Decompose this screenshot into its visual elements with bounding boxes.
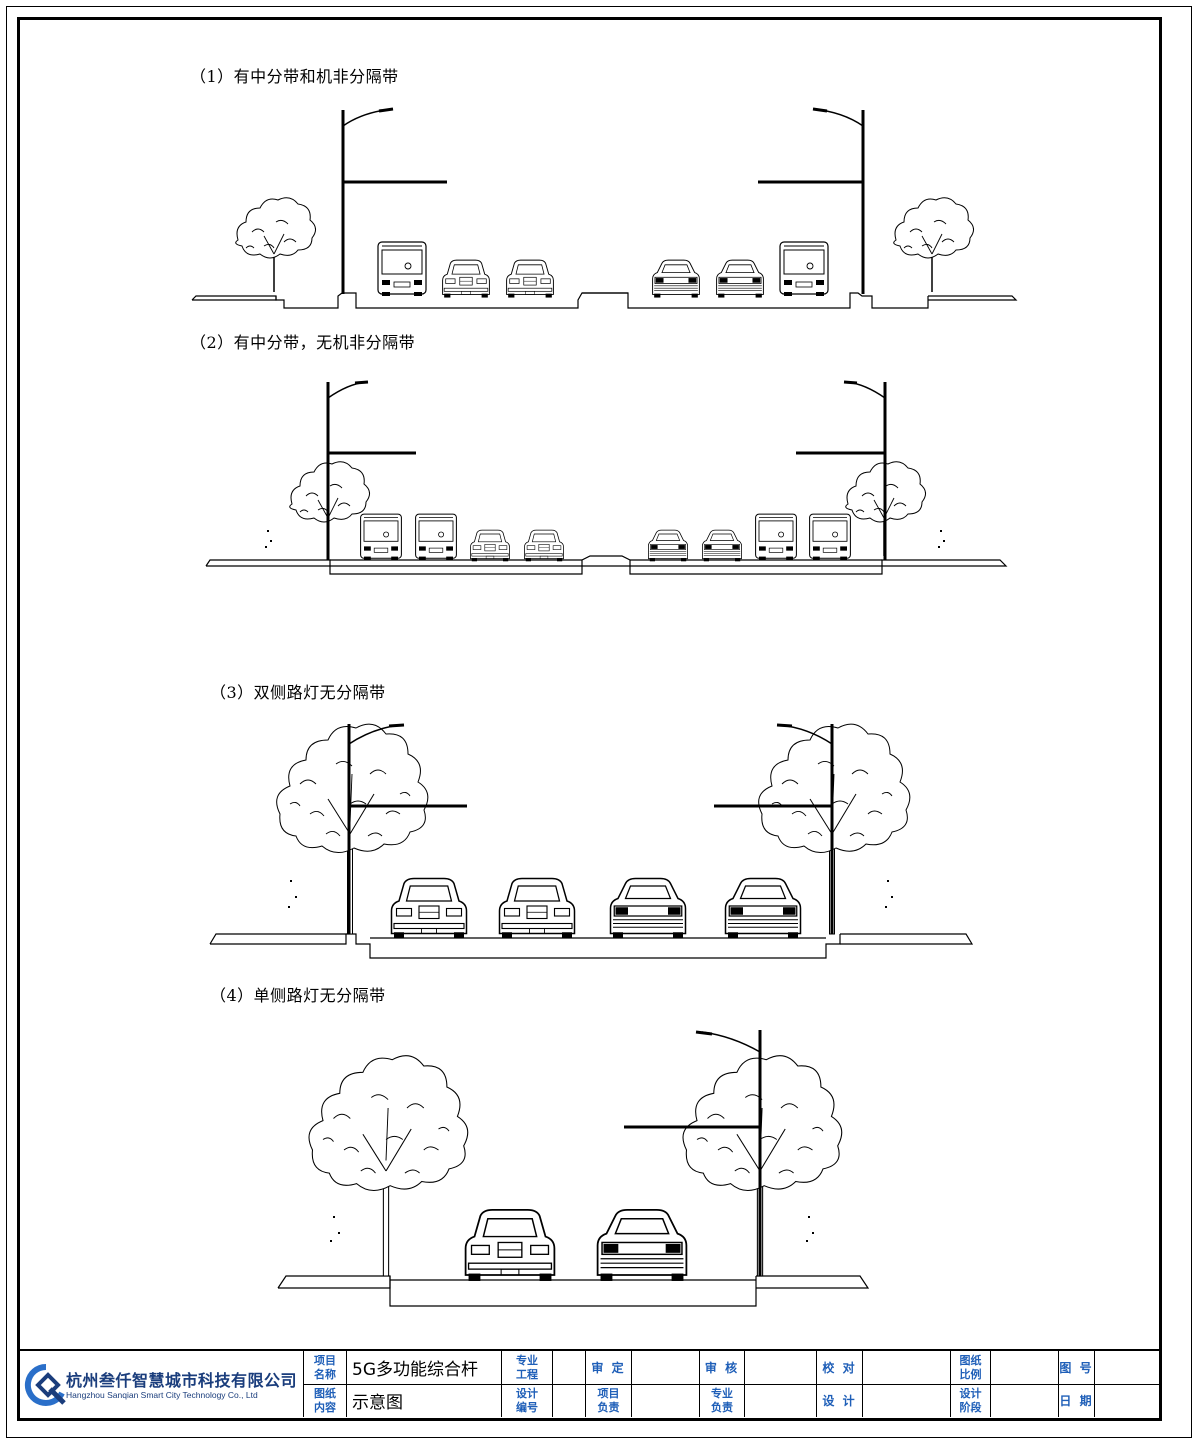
design-value-cell [862, 1384, 950, 1417]
section-2-debris [265, 530, 945, 548]
scale-value-cell [990, 1351, 1058, 1384]
date-label-cell: 日 期 [1058, 1384, 1094, 1417]
approve-label-cell: 审 定 [585, 1351, 631, 1384]
section-4-drawing [277, 1030, 870, 1307]
project-name-label-cell: 项目 名称 [303, 1351, 346, 1384]
specialty-project-value-cell [552, 1351, 585, 1384]
company-logo-icon [24, 1363, 66, 1406]
date-value-cell [1094, 1384, 1158, 1417]
proofread-label-cell: 校 对 [816, 1351, 862, 1384]
specialty-lead-value-cell [744, 1384, 816, 1417]
design-label-cell: 设 计 [816, 1384, 862, 1417]
design-number-label-cell: 设计 编号 [501, 1384, 552, 1417]
proofread-label: 校 对 [822, 1361, 857, 1375]
section-2-ground [205, 555, 1008, 575]
drawing-no-label: 图 号 [1059, 1361, 1094, 1375]
title-block: 杭州叁仟智慧城市科技有限公司 Hangzhou Sanqian Smart Ci… [20, 1349, 1160, 1417]
company-name-cn: 杭州叁仟智慧城市科技有限公司 [66, 1371, 298, 1390]
scale-label-cell: 图纸 比例 [950, 1351, 990, 1384]
section-title-4: （4）单侧路灯无分隔带 [210, 986, 386, 1005]
section-2-drawing [205, 380, 1008, 575]
design-label: 设 计 [822, 1394, 857, 1408]
review-label: 审 核 [704, 1361, 740, 1375]
section-4-debris [330, 1216, 814, 1242]
section-2-poles [326, 380, 887, 560]
drawing-no-label-cell: 图 号 [1058, 1351, 1094, 1384]
design-stage-label: 设计 阶段 [959, 1386, 982, 1414]
section-3-vehicles [390, 877, 802, 940]
drawing-content-value: 示意图 [352, 1393, 403, 1413]
design-stage-value-cell [990, 1384, 1058, 1417]
section-1-drawing [191, 107, 1018, 309]
section-4-ground [277, 1275, 870, 1307]
drawing-no-value-cell [1094, 1351, 1158, 1384]
specialty-lead-label: 专业 负责 [711, 1386, 733, 1414]
project-lead-label: 项目 负责 [597, 1386, 620, 1414]
specialty-project-label-cell: 专业 工程 [501, 1351, 552, 1384]
review-value-cell [744, 1351, 816, 1384]
project-lead-value-cell [631, 1384, 699, 1417]
specialty-lead-label-cell: 专业 负责 [699, 1384, 744, 1417]
section-1-vehicles [377, 241, 829, 299]
drawing-content-label: 图纸 内容 [314, 1386, 336, 1414]
proofread-value-cell [862, 1351, 950, 1384]
section-3-ground [209, 933, 974, 959]
drawing-content-value-cell: 示意图 [346, 1384, 501, 1417]
approve-label: 审 定 [591, 1361, 626, 1375]
specialty-project-label: 专业 工程 [516, 1353, 538, 1381]
section-title-3: （3）双侧路灯无分隔带 [210, 683, 386, 702]
section-3-poles [347, 723, 834, 934]
date-label: 日 期 [1059, 1394, 1094, 1408]
section-4-pole [624, 1030, 762, 1276]
section-1-poles [341, 107, 865, 294]
project-lead-label-cell: 项目 负责 [585, 1384, 631, 1417]
design-number-label: 设计 编号 [516, 1386, 538, 1414]
section-3-drawing [209, 723, 974, 959]
approve-value-cell [631, 1351, 699, 1384]
section-3-debris [288, 880, 893, 908]
section-2-vehicles [360, 513, 851, 562]
project-name-label: 项目 名称 [314, 1353, 336, 1381]
outer-frame [6, 6, 1192, 1438]
section-title-2: （2）有中分带，无机非分隔带 [190, 333, 416, 352]
scale-label: 图纸 比例 [959, 1353, 982, 1381]
design-number-value-cell [552, 1384, 585, 1417]
drawing-content-label-cell: 图纸 内容 [303, 1384, 346, 1417]
title-block-row-divider [303, 1384, 1160, 1385]
review-label-cell: 审 核 [699, 1351, 744, 1384]
section-4-trees [308, 1055, 843, 1277]
design-stage-label-cell: 设计 阶段 [950, 1384, 990, 1417]
drawing-frame [17, 17, 1162, 1421]
section-4-vehicles [464, 1209, 688, 1282]
section-title-1: （1）有中分带和机非分隔带 [190, 67, 399, 86]
project-name-value-cell: 5G多功能综合杆 [346, 1351, 501, 1384]
company-name-en: Hangzhou Sanqian Smart City Technology C… [66, 1390, 258, 1400]
company-logo: 杭州叁仟智慧城市科技有限公司 Hangzhou Sanqian Smart Ci… [20, 1351, 303, 1417]
project-name-value: 5G多功能综合杆 [352, 1360, 478, 1380]
section-1-ground [191, 292, 1018, 309]
section-3-trees [276, 723, 911, 935]
